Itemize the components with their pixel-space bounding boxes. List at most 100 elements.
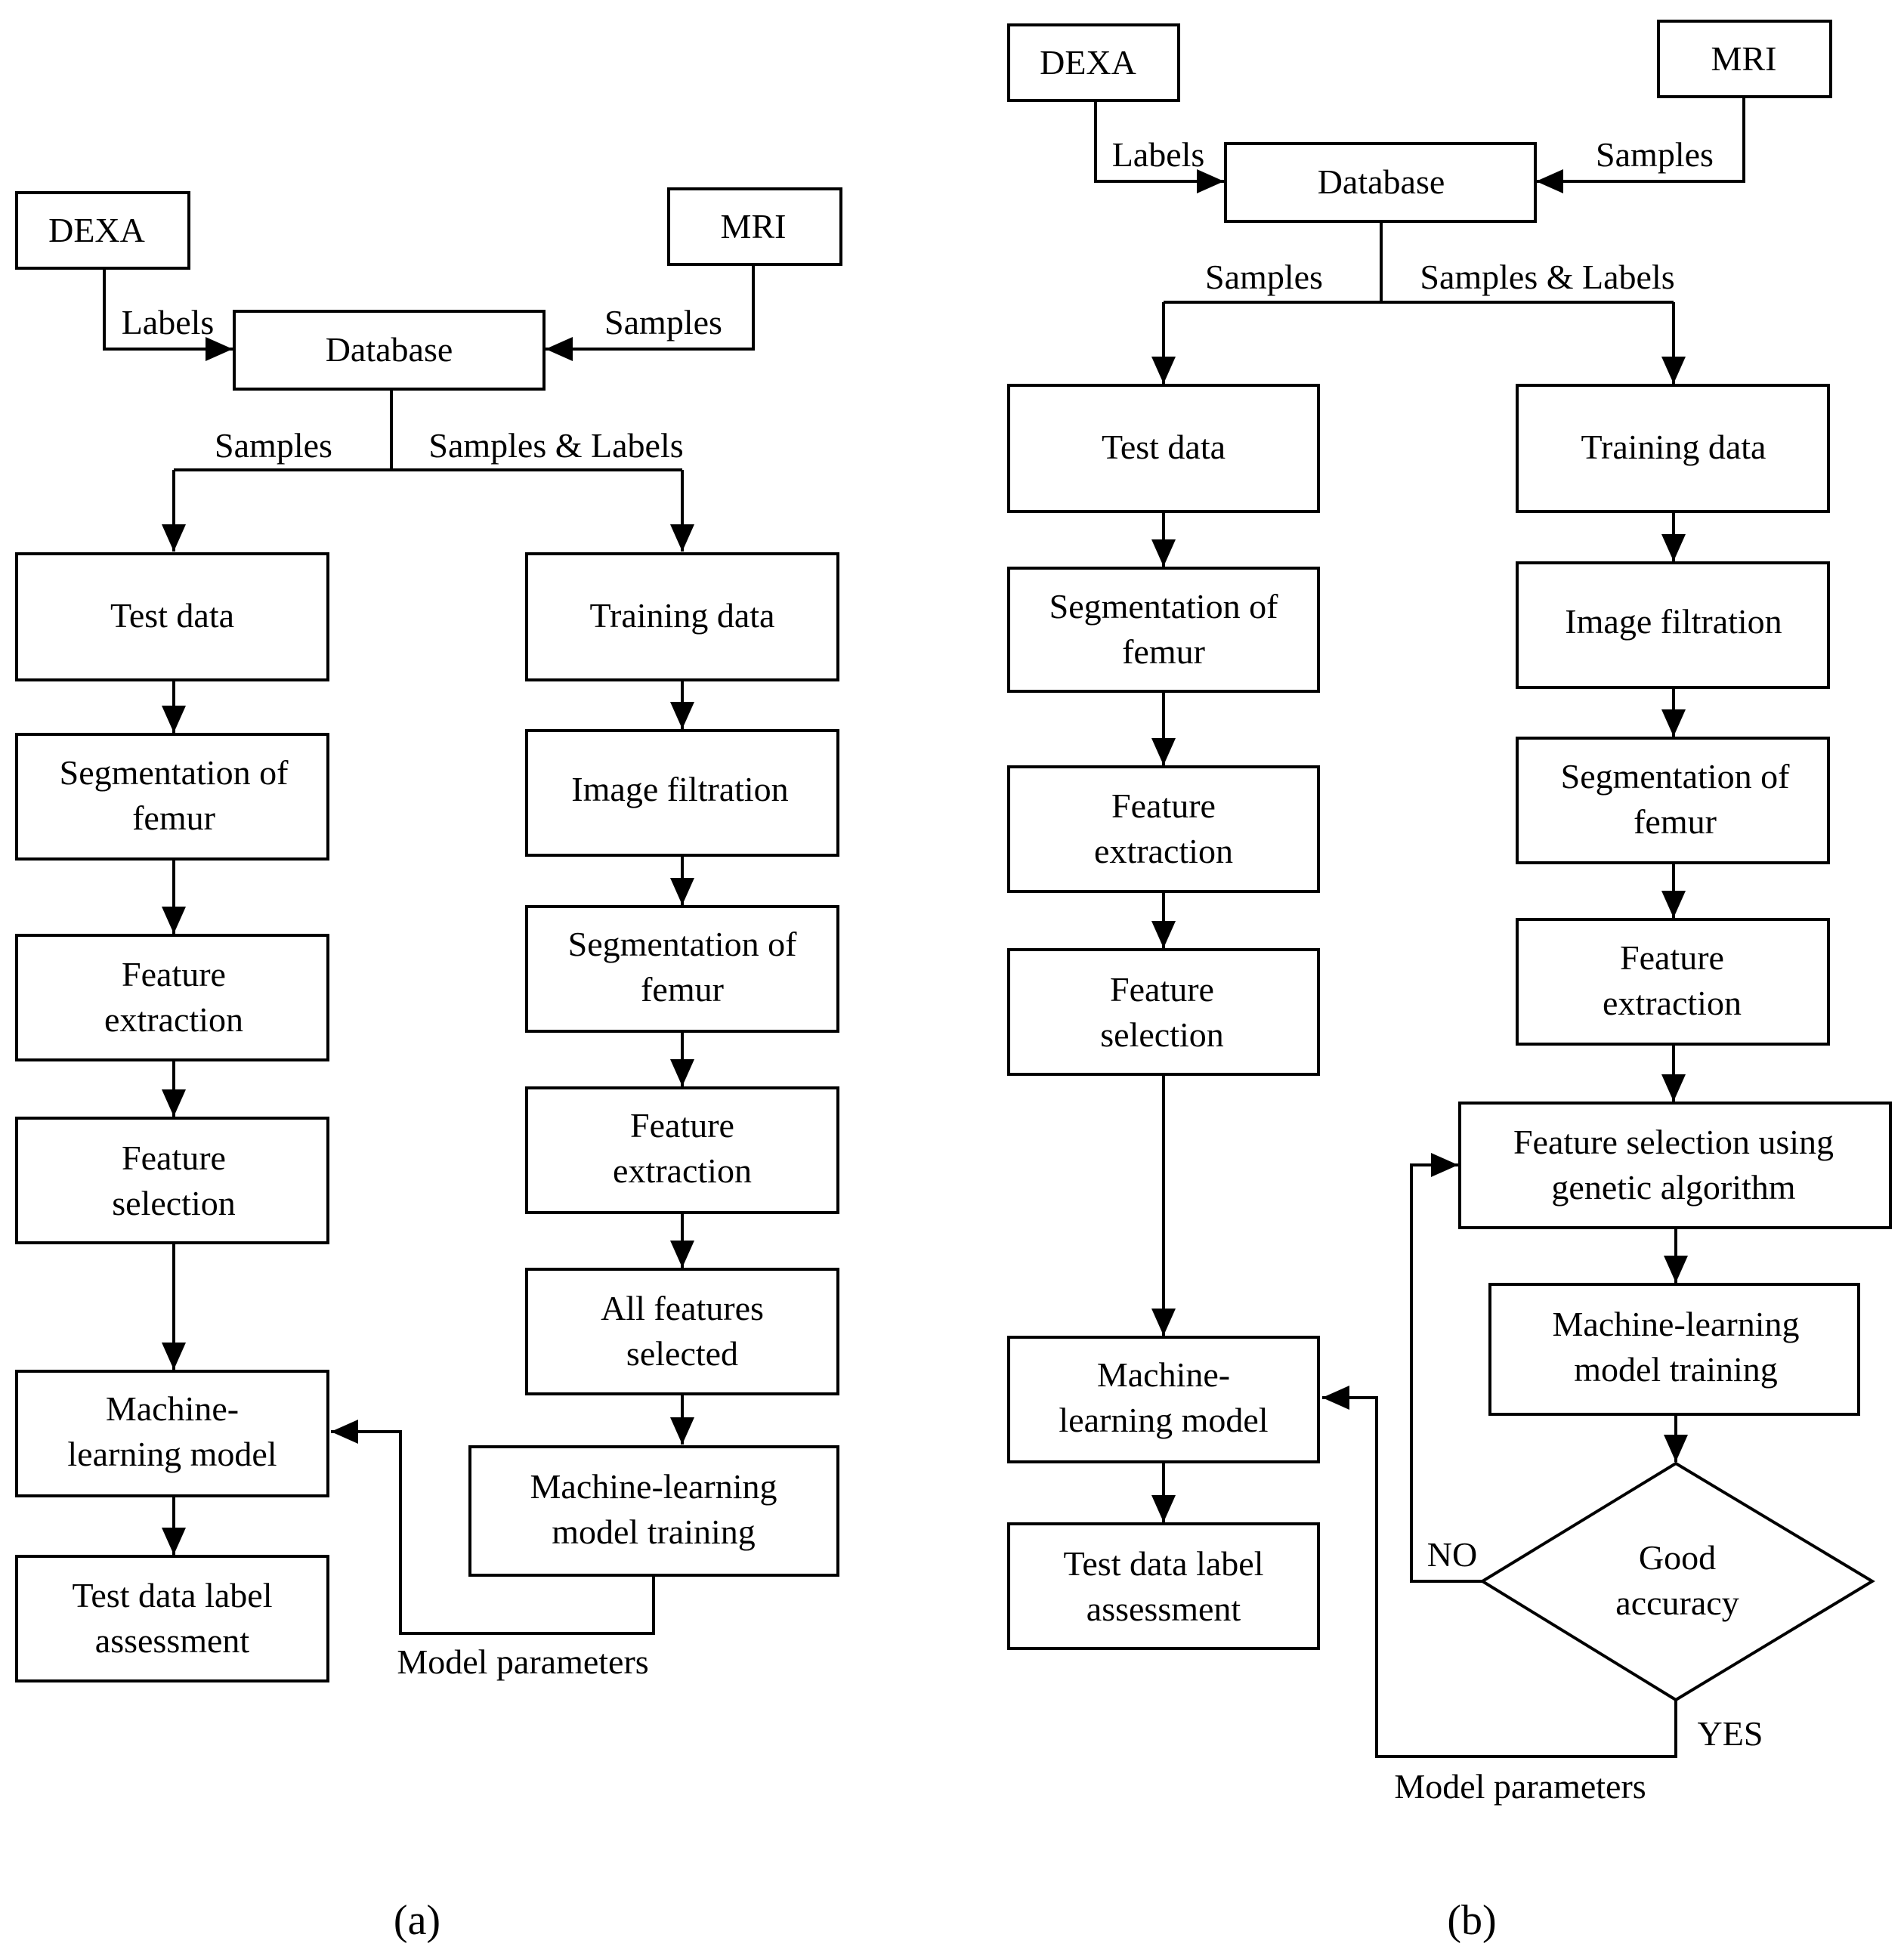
node-segmentation-train: Segmentation of femur <box>1516 737 1830 864</box>
node-test-data: Test data <box>1007 384 1320 513</box>
node-mri-label: MRI <box>1711 39 1777 78</box>
node-training-data-label: Training data <box>590 596 775 635</box>
edge-label-samples-labels: Samples & Labels <box>1420 258 1674 296</box>
node-feature-selection-test-line-1: Feature <box>122 1139 226 1177</box>
node-feature-selection-test-line-1: Feature <box>1110 970 1214 1009</box>
node-mri: MRI <box>1657 20 1832 98</box>
node-feature-extraction-test-line-2: extraction <box>1094 832 1233 870</box>
edge-label-yes: YES <box>1698 1714 1763 1753</box>
node-dexa-label: DEXA <box>1040 43 1136 82</box>
node-feature-extraction-test-line-1: Feature <box>1111 786 1216 825</box>
edge-mri-to-database <box>546 264 755 361</box>
node-ml-model-line-2: learning model <box>1059 1401 1268 1439</box>
node-image-filtration: Image filtration <box>525 729 839 857</box>
node-ml-training: Machine-learning model training <box>1488 1283 1860 1416</box>
node-feature-selection-test-line-2: selection <box>112 1184 236 1222</box>
node-ml-training-line-2: model training <box>552 1513 756 1551</box>
node-feature-selection-ga-line-1: Feature selection using <box>1513 1123 1834 1161</box>
node-ml-training: Machine-learning model training <box>468 1445 839 1577</box>
node-database-label: Database <box>326 330 453 369</box>
node-ml-training-line-1: Machine-learning <box>1553 1305 1800 1343</box>
node-ml-training-line-1: Machine-learning <box>530 1467 777 1506</box>
node-feature-extraction-test: Feature extraction <box>15 934 329 1061</box>
node-test-label-assessment-line-2: assessment <box>95 1621 250 1660</box>
edge-label-no: NO <box>1427 1535 1477 1574</box>
edge-label-model-parameters: Model parameters <box>397 1642 648 1681</box>
node-feature-selection-ga: Feature selection using genetic algorith… <box>1458 1102 1892 1229</box>
caption-b: (b) <box>1447 1897 1496 1944</box>
node-image-filtration-label: Image filtration <box>571 770 788 808</box>
edge-decision-no-loop <box>1410 1153 1482 1583</box>
node-mri-label: MRI <box>721 207 787 246</box>
node-ml-model-line-1: Machine- <box>1097 1355 1230 1394</box>
node-good-accuracy-line-1: Good <box>1639 1538 1716 1577</box>
node-segmentation-test: Segmentation of femur <box>1007 567 1320 693</box>
edge-label-labels: Labels <box>122 303 215 341</box>
node-ml-model-line-1: Machine- <box>106 1389 239 1428</box>
edge-model-parameters-a <box>331 1420 655 1635</box>
panel-b: DEXA MRI Database Test data Segmentation… <box>1007 20 1892 1944</box>
node-segmentation-train-line-1: Segmentation of <box>1561 757 1790 796</box>
node-segmentation-test: Segmentation of femur <box>15 733 329 861</box>
node-feature-extraction-train-line-2: extraction <box>1603 984 1742 1022</box>
node-feature-extraction-test-line-1: Feature <box>122 955 226 993</box>
edge-label-samples-out: Samples <box>1205 258 1323 296</box>
node-image-filtration-label: Image filtration <box>1565 602 1782 641</box>
node-feature-extraction-test: Feature extraction <box>1007 765 1320 893</box>
node-test-label-assessment-line-1: Test data label <box>1064 1544 1264 1583</box>
caption-a: (a) <box>394 1897 440 1944</box>
node-feature-extraction-train-line-1: Feature <box>1620 938 1724 977</box>
node-database-label: Database <box>1318 162 1445 201</box>
node-segmentation-test-line-2: femur <box>1122 632 1205 671</box>
node-segmentation-train-line-2: femur <box>1634 802 1717 841</box>
node-test-data: Test data <box>15 552 329 681</box>
node-good-accuracy-decision: Good accuracy <box>1479 1461 1875 1702</box>
node-training-data-label: Training data <box>1581 428 1766 466</box>
edge-dexa-to-database <box>103 268 233 361</box>
node-ml-model-line-2: learning model <box>67 1435 277 1473</box>
edge-label-samples-in: Samples <box>1596 135 1714 174</box>
edge-mri-to-database <box>1536 97 1745 193</box>
node-feature-selection-test-line-2: selection <box>1100 1015 1224 1054</box>
edge-label-samples-labels: Samples & Labels <box>428 426 683 465</box>
node-test-label-assessment-line-1: Test data label <box>73 1576 273 1614</box>
edge-label-labels: Labels <box>1112 135 1205 174</box>
edge-label-model-parameters: Model parameters <box>1394 1767 1646 1806</box>
node-feature-extraction-train: Feature extraction <box>1516 918 1830 1046</box>
node-dexa: DEXA <box>1007 23 1180 102</box>
node-test-label-assessment-line-2: assessment <box>1086 1590 1241 1628</box>
node-segmentation-train-line-1: Segmentation of <box>568 925 797 963</box>
node-all-features-selected-line-1: All features <box>601 1289 764 1327</box>
node-all-features-selected-line-2: selected <box>626 1334 738 1373</box>
node-database: Database <box>233 310 546 391</box>
node-test-label-assessment: Test data label assessment <box>15 1555 329 1682</box>
node-database: Database <box>1224 142 1537 223</box>
edge-dexa-to-database <box>1094 100 1224 193</box>
node-feature-selection-test: Feature selection <box>1007 948 1320 1076</box>
node-mri: MRI <box>667 187 842 266</box>
node-ml-model: Machine- learning model <box>1007 1336 1320 1463</box>
node-training-data: Training data <box>525 552 839 681</box>
node-segmentation-train-line-2: femur <box>641 970 724 1009</box>
node-feature-extraction-train-line-2: extraction <box>613 1151 752 1190</box>
node-feature-extraction-train: Feature extraction <box>525 1086 839 1214</box>
edge-label-samples-out: Samples <box>215 426 332 465</box>
node-feature-selection-ga-line-2: genetic algorithm <box>1551 1168 1795 1207</box>
node-test-data-label: Test data <box>110 596 234 635</box>
node-segmentation-train: Segmentation of femur <box>525 905 839 1033</box>
node-image-filtration: Image filtration <box>1516 561 1830 689</box>
node-test-data-label: Test data <box>1102 428 1226 466</box>
node-dexa: DEXA <box>15 191 190 270</box>
node-feature-extraction-train-line-1: Feature <box>630 1106 734 1145</box>
node-segmentation-test-line-2: femur <box>132 799 215 837</box>
node-segmentation-test-line-1: Segmentation of <box>60 753 289 792</box>
node-dexa-label: DEXA <box>48 211 145 249</box>
node-training-data: Training data <box>1516 384 1830 513</box>
node-good-accuracy-line-2: accuracy <box>1615 1584 1739 1622</box>
node-feature-selection-test: Feature selection <box>15 1117 329 1244</box>
node-feature-extraction-test-line-2: extraction <box>104 1000 243 1039</box>
edge-label-samples-in: Samples <box>604 303 722 341</box>
node-ml-training-line-2: model training <box>1574 1350 1778 1389</box>
node-test-label-assessment: Test data label assessment <box>1007 1522 1320 1650</box>
